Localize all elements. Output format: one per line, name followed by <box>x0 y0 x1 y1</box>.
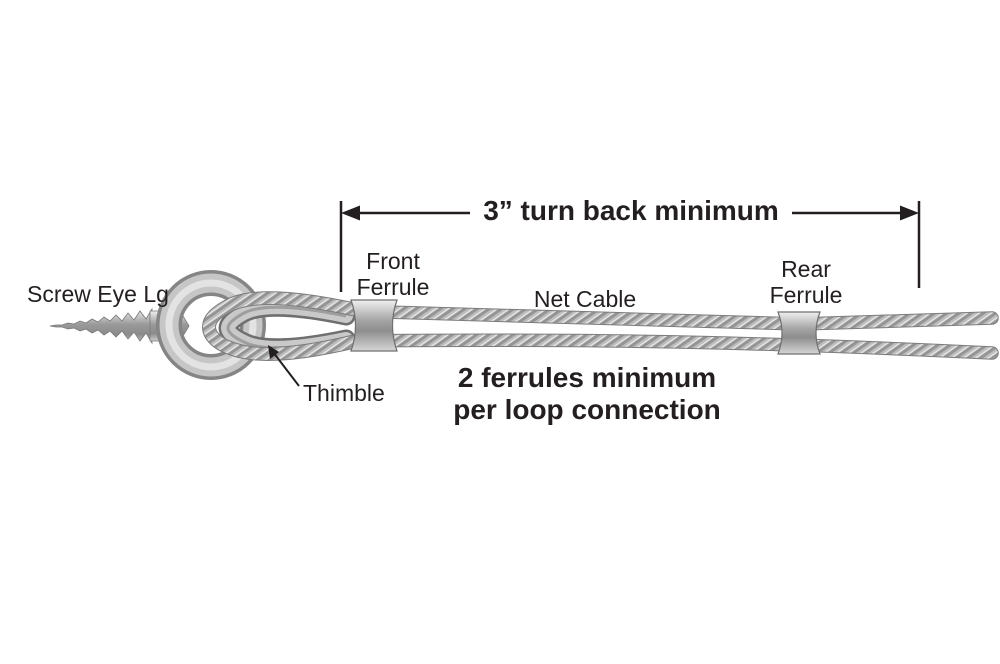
rear-ferrule-graphic <box>777 311 821 355</box>
rear-ferrule-label: Rear Ferrule <box>770 256 843 308</box>
thimble-pointer-arrow <box>268 345 300 387</box>
ferrule-note-line2: per loop connection <box>453 394 721 425</box>
rear-ferrule-label-line1: Rear <box>781 256 831 282</box>
front-ferrule-graphic <box>350 299 398 352</box>
front-ferrule-label-line2: Ferrule <box>356 274 430 300</box>
screw-eye-graphic <box>49 270 266 380</box>
eye-ring <box>156 270 266 380</box>
dimension-label: 3” turn back minimum <box>483 195 779 226</box>
front-ferrule-label-line1: Front <box>366 248 420 274</box>
net-cable-label: Net Cable <box>533 286 637 312</box>
turnback-cable <box>343 304 999 331</box>
ferrule-note: 2 ferrules minimum per loop connection <box>453 362 721 426</box>
screw-eye-label: Screw Eye Lg <box>27 281 169 307</box>
dimension-arrow <box>339 201 921 292</box>
ferrule-note-line1: 2 ferrules minimum <box>457 362 717 393</box>
net-cable-graphic <box>343 333 999 360</box>
thimble-label: Thimble <box>303 380 385 406</box>
front-ferrule-label: Front Ferrule <box>357 248 430 300</box>
rear-ferrule-label-line2: Ferrule <box>769 282 843 308</box>
screw-threads <box>49 307 153 345</box>
cables-graphic <box>343 304 999 360</box>
